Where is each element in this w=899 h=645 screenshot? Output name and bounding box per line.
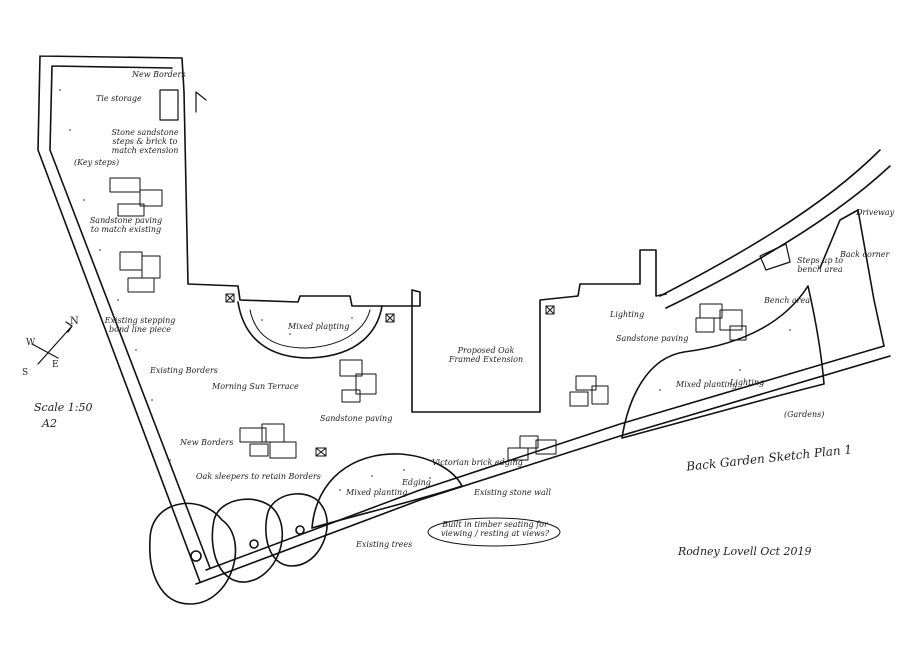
existing-tree-3 [265, 493, 328, 567]
label-existing-stepping: Existing stepping bond line piece [104, 316, 176, 335]
label-steps: Stone sandstone steps & brick to match e… [111, 128, 179, 156]
planting-bed-right [621, 285, 825, 439]
label-proposed-extension: Proposed Oak Framed Extension [448, 346, 524, 365]
compass-s: S [22, 368, 29, 378]
label-new-borders-top: New Borders [132, 70, 186, 79]
existing-tree-1 [149, 502, 237, 605]
plan-paper: A2 [42, 417, 57, 430]
label-lighting-right: Lighting [730, 378, 765, 387]
compass-rose [31, 321, 73, 365]
label-store: Tie storage [96, 94, 142, 103]
label-victorian-edging: Victorian brick edging [432, 458, 523, 467]
back-corner [819, 209, 885, 347]
label-new-borders-mid: New Borders [180, 438, 234, 447]
label-edging: Edging [402, 478, 431, 487]
plan-author: Rodney Lovell Oct 2019 [678, 545, 812, 558]
label-sandstone-paving-left: Sandstone paving to match existing [89, 216, 163, 235]
compass-n: N [70, 316, 79, 327]
label-builtin-seating: Built in timber seating for viewing / re… [440, 520, 550, 539]
right-boundary [659, 149, 891, 309]
seating-note-oval [427, 517, 561, 547]
planting-bed-bottom [311, 453, 463, 529]
label-existing-stone-wall: Existing stone wall [474, 488, 551, 497]
left-boundary-wall [37, 55, 211, 583]
label-lighting: Lighting [610, 310, 645, 319]
label-mixed-planting-left: Mixed planting [288, 322, 350, 331]
label-gardens: (Gardens) [784, 410, 825, 419]
label-mixed-planting-right: Mixed planting [676, 380, 738, 389]
label-oak-sleepers: Oak sleepers to retain Borders [196, 472, 321, 481]
compass-w: W [26, 338, 36, 348]
planting-bed-top [237, 301, 383, 359]
label-existing-borders: Existing Borders [150, 366, 218, 375]
label-bench-area: Bench area [764, 296, 811, 305]
house-outline [183, 91, 667, 413]
label-driveway: Driveway [856, 208, 895, 217]
label-existing-trees: Existing trees [356, 540, 413, 549]
label-key-steps: (Key steps) [74, 158, 120, 167]
existing-tree-2 [211, 498, 284, 583]
existing-stone-wall [195, 345, 891, 585]
label-sandstone-paving-mid: Sandstone paving [320, 414, 393, 423]
compass-e: E [52, 360, 59, 370]
label-back-corner: Back corner [840, 250, 890, 259]
label-sandstone-paving-right: Sandstone paving [616, 334, 689, 343]
label-steps-to-bench: Steps up to bench area [796, 256, 844, 275]
label-mixed-planting-bottom: Mixed planting [346, 488, 408, 497]
label-morning-sun: Morning Sun Terrace [212, 382, 299, 391]
plan-scale: Scale 1:50 [34, 401, 93, 414]
